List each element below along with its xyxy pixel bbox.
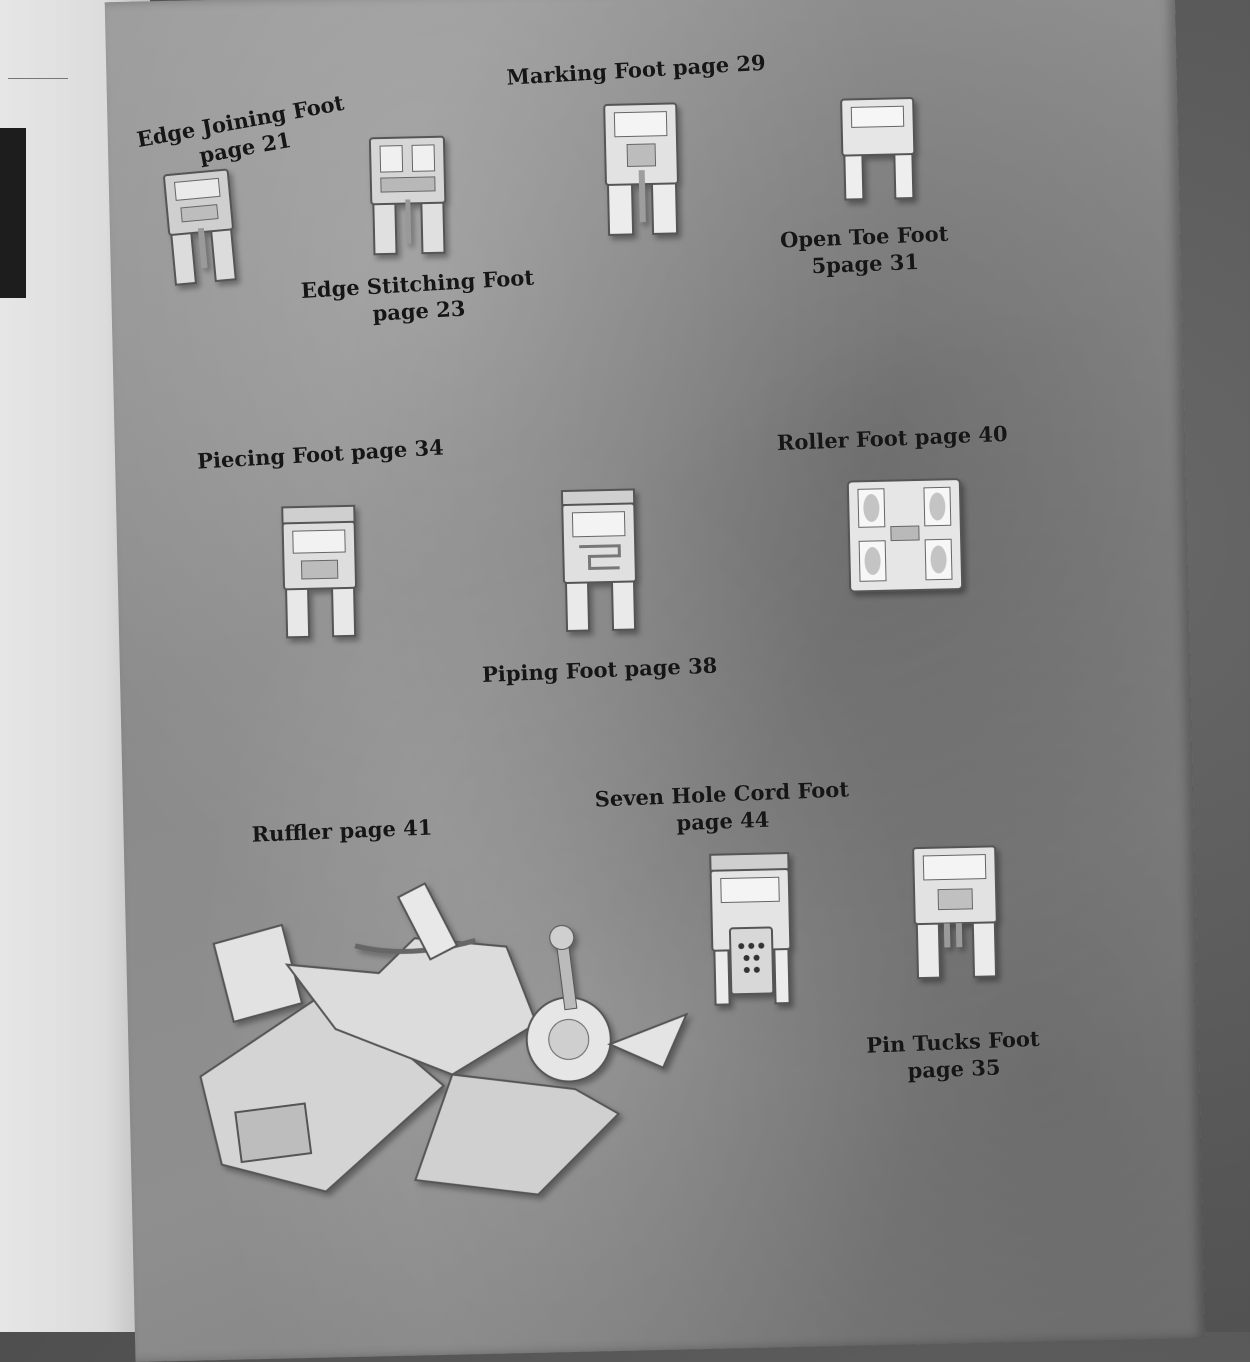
pin-tucks-label: Pin Tucks Foot page 35 <box>866 1025 1041 1086</box>
marking-name: Marking Foot page 29 <box>505 49 767 90</box>
roller-label: Roller Foot page 40 <box>776 420 1008 456</box>
seven-hole-cord-foot-image <box>706 849 796 1011</box>
seven-hole-cord-label: Seven Hole Cord Foot page 44 <box>594 775 850 839</box>
piping-name: Piping Foot page 38 <box>481 652 718 687</box>
left-page-photo <box>0 128 26 298</box>
ruffler-label: Ruffler page 41 <box>251 814 433 848</box>
left-page-sketch <box>8 60 68 79</box>
marking-label: Marking Foot page 29 <box>506 49 766 91</box>
open-toe-foot-image <box>837 94 919 204</box>
piecing-foot-image <box>278 502 361 644</box>
roller-name: Roller Foot page 40 <box>776 420 1009 456</box>
ruffler-attachment-image <box>169 843 728 1246</box>
edge-stitching-foot-image <box>366 133 451 260</box>
piecing-name: Piecing Foot page 34 <box>196 434 445 474</box>
open-toe-label: Open Toe Foot 5page 31 <box>780 220 950 281</box>
piping-foot-image <box>558 485 641 637</box>
edge-joining-label: Edge Joining Foot page 21 <box>135 89 351 180</box>
piping-label: Piping Foot page 38 <box>482 652 718 688</box>
marking-foot-image <box>600 99 683 241</box>
pin-tucks-foot-image <box>909 842 1002 984</box>
edge-joining-foot-image <box>159 165 242 291</box>
accessory-page: Edge Joining Foot page 21 Edge Stitching… <box>104 0 1206 1362</box>
piecing-label: Piecing Foot page 34 <box>196 433 444 474</box>
edge-stitching-label: Edge Stitching Foot page 23 <box>300 264 536 331</box>
ruffler-name: Ruffler page 41 <box>251 814 433 847</box>
roller-foot-image <box>844 475 967 596</box>
